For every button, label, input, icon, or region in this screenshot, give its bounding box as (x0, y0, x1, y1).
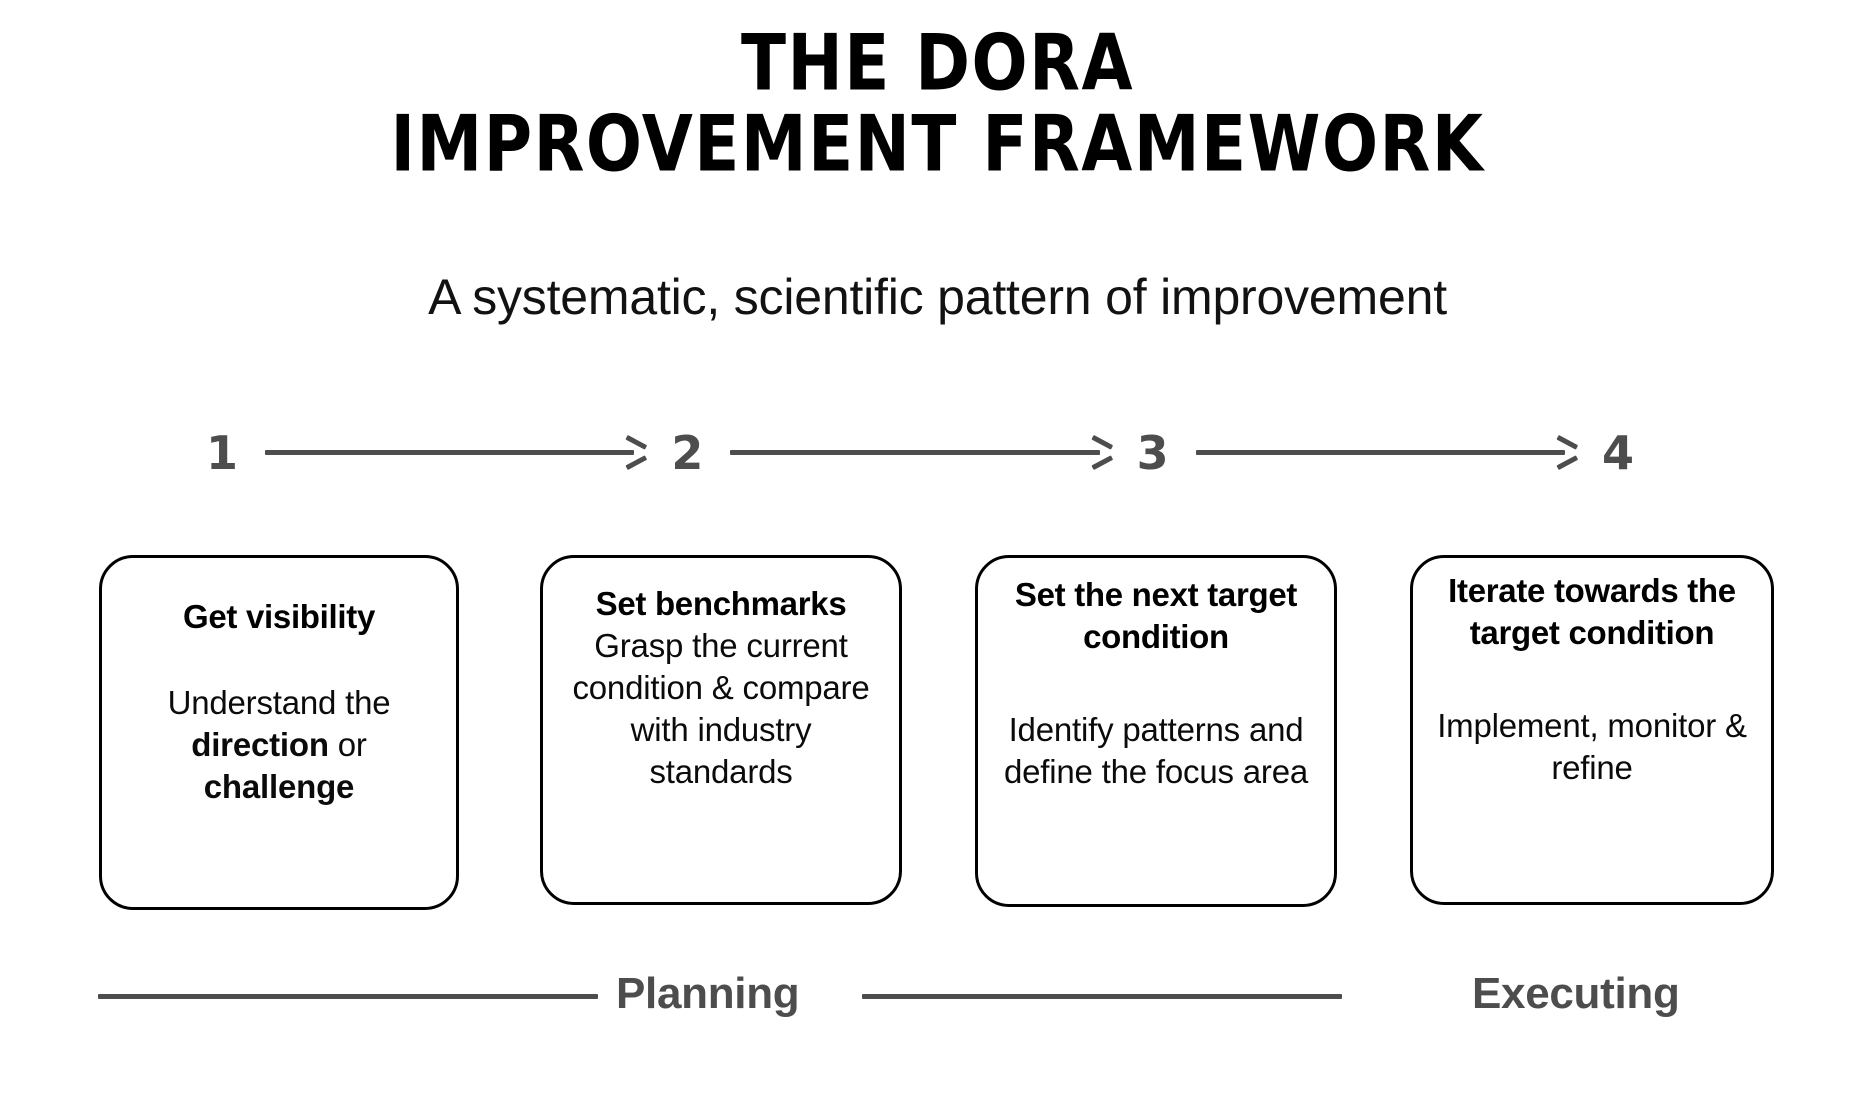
step-card-1-body-mid: or (328, 725, 367, 763)
page-title: THE DORA IMPROVEMENT FRAMEWORK (0, 17, 1875, 185)
step-number-2: 2 (671, 426, 704, 480)
step-number-4: 4 (1601, 426, 1634, 480)
phase-line-left (98, 994, 598, 999)
page-subtitle: A systematic, scientific pattern of impr… (428, 269, 1447, 325)
step-card-1-body-bold-1: direction (191, 725, 329, 763)
step-card-2: Set benchmarks Grasp the current conditi… (540, 555, 902, 905)
arrow-shaft (1195, 450, 1565, 455)
step-card-4: Iterate towards the target condition Imp… (1410, 555, 1774, 905)
step-card-4-body: Implement, monitor & refine (1437, 707, 1747, 787)
step-cards: Get visibility Understand the direction … (0, 555, 1875, 925)
arrow-icon-3-to-4 (1195, 450, 1575, 456)
step-card-2-body: Grasp the current condition & compare wi… (572, 626, 870, 791)
phase-bar: Planning Executing (0, 962, 1875, 1042)
step-card-4-heading: Iterate towards the target condition (1448, 572, 1736, 651)
step-card-1-body-prefix: Understand the (167, 683, 391, 721)
phase-label-executing: Executing (1472, 969, 1680, 1018)
title-line-1: THE DORA (740, 17, 1135, 109)
arrow-head (624, 443, 644, 463)
step-card-3-body: Identify patterns and define the focus a… (1003, 711, 1308, 791)
step-number-1: 1 (205, 426, 238, 480)
phase-label-planning: Planning (616, 969, 800, 1018)
step-card-2-heading: Set benchmarks (595, 585, 847, 622)
arrow-shaft (265, 450, 635, 455)
step-card-3: Set the next target condition Identify p… (975, 555, 1337, 907)
arrow-icon-1-to-2 (265, 450, 644, 456)
step-card-1: Get visibility Understand the direction … (99, 555, 459, 910)
arrow-shaft (730, 450, 1100, 455)
step-number-3: 3 (1136, 426, 1169, 480)
step-sequence: 1 2 3 4 (205, 420, 1635, 486)
step-card-1-body: Understand the direction or challenge (116, 682, 442, 809)
step-card-1-body-bold-2: challenge (203, 768, 355, 806)
title-line-2: IMPROVEMENT FRAMEWORK (390, 98, 1485, 190)
step-card-3-heading: Set the next target condition (1014, 576, 1298, 655)
arrow-head (1555, 443, 1575, 463)
step-card-1-heading: Get visibility (182, 598, 376, 635)
arrow-head (1090, 443, 1110, 463)
phase-line-right (862, 994, 1342, 999)
arrow-icon-2-to-3 (730, 450, 1109, 456)
